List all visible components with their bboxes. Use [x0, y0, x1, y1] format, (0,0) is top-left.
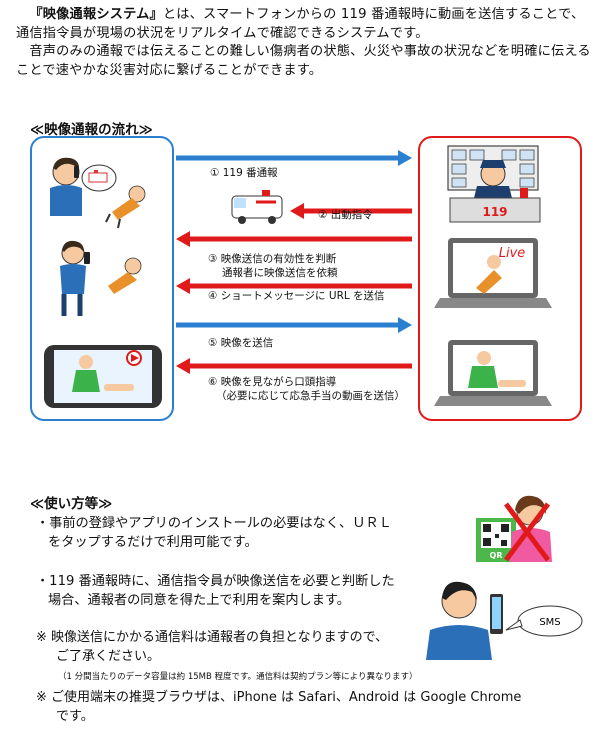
flow-arrows — [176, 150, 412, 374]
step-6-arrow-head — [176, 358, 190, 374]
intro-p2-text: 音声のみの通報では伝えることの難しい傷病者の状態、火災や事故の状況などを明確に伝… — [16, 44, 591, 78]
step-2-label: ② 出動指令 — [318, 209, 373, 221]
step-5-label: ⑤ 映像を送信 — [208, 337, 274, 349]
step-4-arrow-head — [176, 278, 190, 294]
usage-note-2-line1: ※ ご使用端末の推奨ブラウザは、iPhone は Safari、Android … — [36, 690, 522, 705]
step-4-label: ④ ショートメッセージに URL を送信 — [208, 290, 385, 302]
step-6-label: ⑥ 映像を見ながら口頭指導 — [208, 376, 337, 388]
live-label: Live — [499, 246, 526, 261]
caller-phone-illustration-2 — [60, 240, 90, 316]
step-6-sublabel: （必要に応じて応急手当の動画を送信） — [216, 390, 405, 402]
speech-bubble-ambulance — [81, 164, 117, 192]
usage-bullet-2: ・119 番通報時に、通信指令員が映像送信を必要と判断した 場合、通報者の同意を… — [36, 572, 395, 610]
ambulance-illustration — [231, 190, 283, 224]
dispatch-box — [418, 136, 582, 421]
step-3-sublabel: 通報者に映像送信を依頼 — [222, 267, 338, 279]
step-1-arrow-head — [398, 150, 412, 166]
injured-person-2 — [108, 257, 142, 294]
usage-bullet-2-line2: 場合、通報者の同意を得た上で利用を案内します。 — [48, 593, 350, 608]
usage-title: ≪使い方等≫ — [30, 496, 113, 512]
injured-person-1 — [105, 185, 146, 229]
intro-text: 『映像通報システム』とは、スマートフォンからの 119 番通報時に動画を送信する… — [16, 6, 596, 80]
system-name: 『映像通報システム』 — [29, 7, 163, 22]
usage-bullet-2-line1: ・119 番通報時に、通信指令員が映像送信を必要と判断した — [36, 574, 395, 589]
step-2-arrow-head — [290, 203, 304, 219]
usage-note-2: ※ ご使用端末の推奨ブラウザは、iPhone は Safari、Android … — [36, 688, 521, 726]
intro-paragraph-2: 音声のみの通報では伝えることの難しい傷病者の状態、火災や事故の状況などを明確に伝… — [16, 43, 596, 80]
dispatch-center-illustration — [447, 145, 541, 223]
caller-phone-illustration — [50, 157, 82, 216]
data-volume-note: （1 分間当たりのデータ容量は約 15MB 程度です。通信料は契約プラン等により… — [58, 672, 418, 682]
laptop-video-illustration — [434, 340, 552, 406]
sms-speech-bubble — [505, 605, 583, 637]
usage-note-1: ※ 映像送信にかかる通信料は通報者の負担となりますので、 ご了承ください。 — [36, 628, 388, 666]
step-3-label: ③ 映像送信の有効性を判断 — [208, 253, 337, 265]
usage-bullet-1-line2: をタップするだけで利用可能です。 — [48, 535, 258, 550]
step-1-label: ① 119 番通報 — [210, 167, 278, 179]
usage-note-2-line2: です。 — [56, 709, 94, 724]
laptop-live-illustration — [434, 238, 552, 308]
usage-note-1-line1: ※ 映像送信にかかる通信料は通報者の負担となりますので、 — [36, 630, 389, 645]
cross-mark-icon — [504, 502, 550, 562]
usage-bullet-1: ・事前の登録やアプリのインストールの必要はなく、ＵＲＬ をタップするだけで利用可… — [36, 514, 392, 552]
smartphone-video-illustration — [44, 345, 162, 408]
step-3-arrow-head — [176, 231, 190, 247]
qr-label: QR — [490, 551, 503, 560]
sms-label: SMS — [539, 617, 560, 628]
usage-note-1-line2: ご了承ください。 — [56, 649, 161, 664]
sms-user-illustration — [426, 581, 503, 660]
flow-title: ≪映像通報の流れ≫ — [30, 122, 153, 138]
step-5-arrow-head — [398, 317, 412, 333]
intro-p1-text: とは、スマートフォンからの 119 番通報時に動画を送信することで、通信指令員が… — [16, 7, 585, 41]
usage-bullet-1-line1: ・事前の登録やアプリのインストールの必要はなく、ＵＲＬ — [36, 516, 392, 531]
caller-box — [30, 136, 174, 421]
intro-paragraph-1: 『映像通報システム』とは、スマートフォンからの 119 番通報時に動画を送信する… — [16, 6, 596, 43]
badge-119: 119 — [482, 205, 507, 219]
